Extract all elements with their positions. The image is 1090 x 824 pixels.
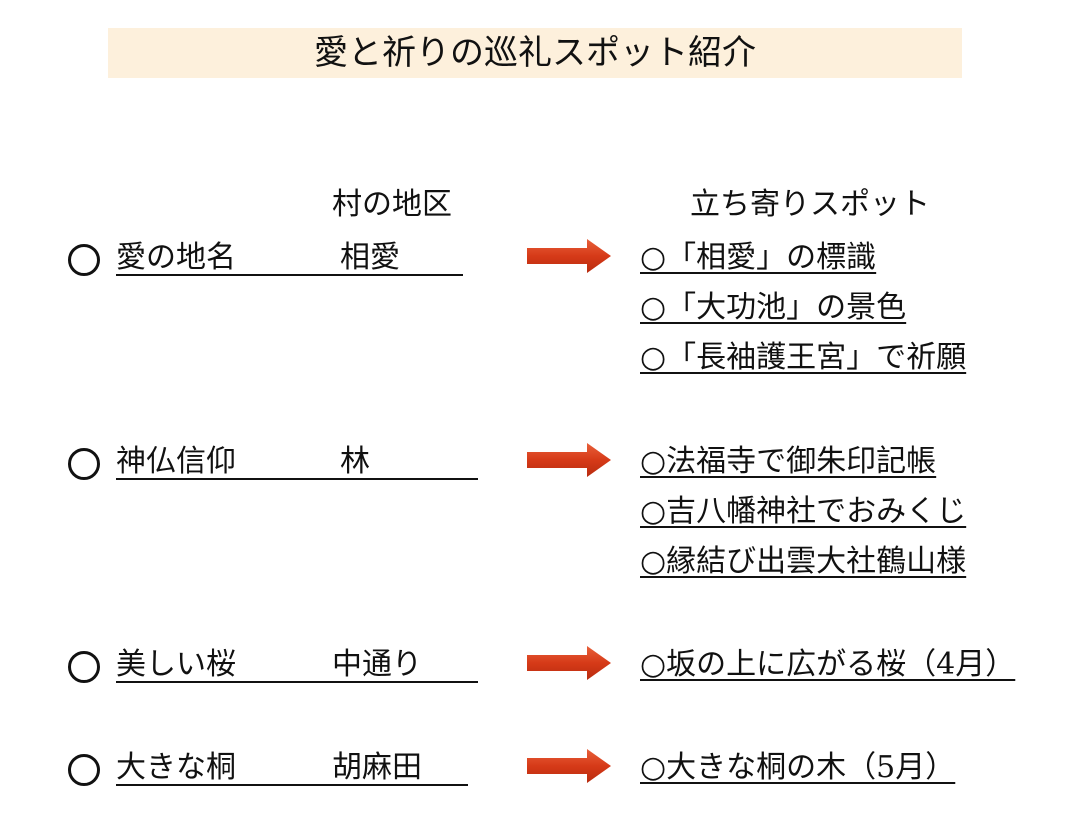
spot-row: 美しい桜 中通り ○坂の上に広がる桜（4月） bbox=[0, 646, 1090, 687]
underline bbox=[116, 274, 463, 276]
spot-row: 愛の地名 相愛 ○「相愛」の標識 ○「大功池」の景色 ○「長袖護王宮」で祈願 bbox=[0, 239, 1090, 375]
spot-row: 神仏信仰 林 ○法福寺で御朱印記帳 ○吉八幡神社でおみくじ ○縁結び出雲大社鶴山様 bbox=[0, 443, 1090, 579]
theme-label: 大きな桐 bbox=[116, 750, 236, 785]
spot-item: ○「大功池」の景色 bbox=[640, 290, 907, 325]
spot-item: ○「長袖護王宮」で祈願 bbox=[640, 340, 967, 375]
spot-item: ○縁結び出雲大社鶴山様 bbox=[640, 544, 967, 579]
spot-item: ○吉八幡神社でおみくじ bbox=[640, 494, 967, 529]
circle-icon bbox=[68, 651, 100, 683]
circle-icon bbox=[68, 754, 100, 786]
district-header: 村の地区 bbox=[332, 187, 452, 222]
district-name: 林 bbox=[340, 444, 370, 479]
underline bbox=[116, 478, 478, 480]
spot-item: ○法福寺で御朱印記帳 bbox=[640, 444, 937, 479]
theme-label: 美しい桜 bbox=[116, 647, 236, 682]
page-title: 愛と祈りの巡礼スポット紹介 bbox=[108, 28, 962, 78]
district-name: 胡麻田 bbox=[332, 750, 422, 785]
arrow-right-icon bbox=[527, 443, 611, 477]
underline bbox=[116, 784, 468, 786]
underline bbox=[116, 681, 478, 683]
spot-item: ○大きな桐の木（5月） bbox=[640, 750, 956, 785]
spots-header: 立ち寄りスポット bbox=[690, 187, 930, 222]
arrow-right-icon bbox=[527, 239, 611, 273]
theme-label: 神仏信仰 bbox=[116, 444, 236, 479]
arrow-right-icon bbox=[527, 749, 611, 783]
district-name: 中通り bbox=[332, 647, 422, 682]
district-name: 相愛 bbox=[340, 240, 400, 275]
theme-label: 愛の地名 bbox=[116, 240, 236, 275]
arrow-right-icon bbox=[527, 646, 611, 680]
spot-item: ○「相愛」の標識 bbox=[640, 240, 877, 275]
circle-icon bbox=[68, 244, 100, 276]
spot-row: 大きな桐 胡麻田 ○大きな桐の木（5月） bbox=[0, 749, 1090, 790]
spot-item: ○坂の上に広がる桜（4月） bbox=[640, 647, 1016, 682]
circle-icon bbox=[68, 448, 100, 480]
